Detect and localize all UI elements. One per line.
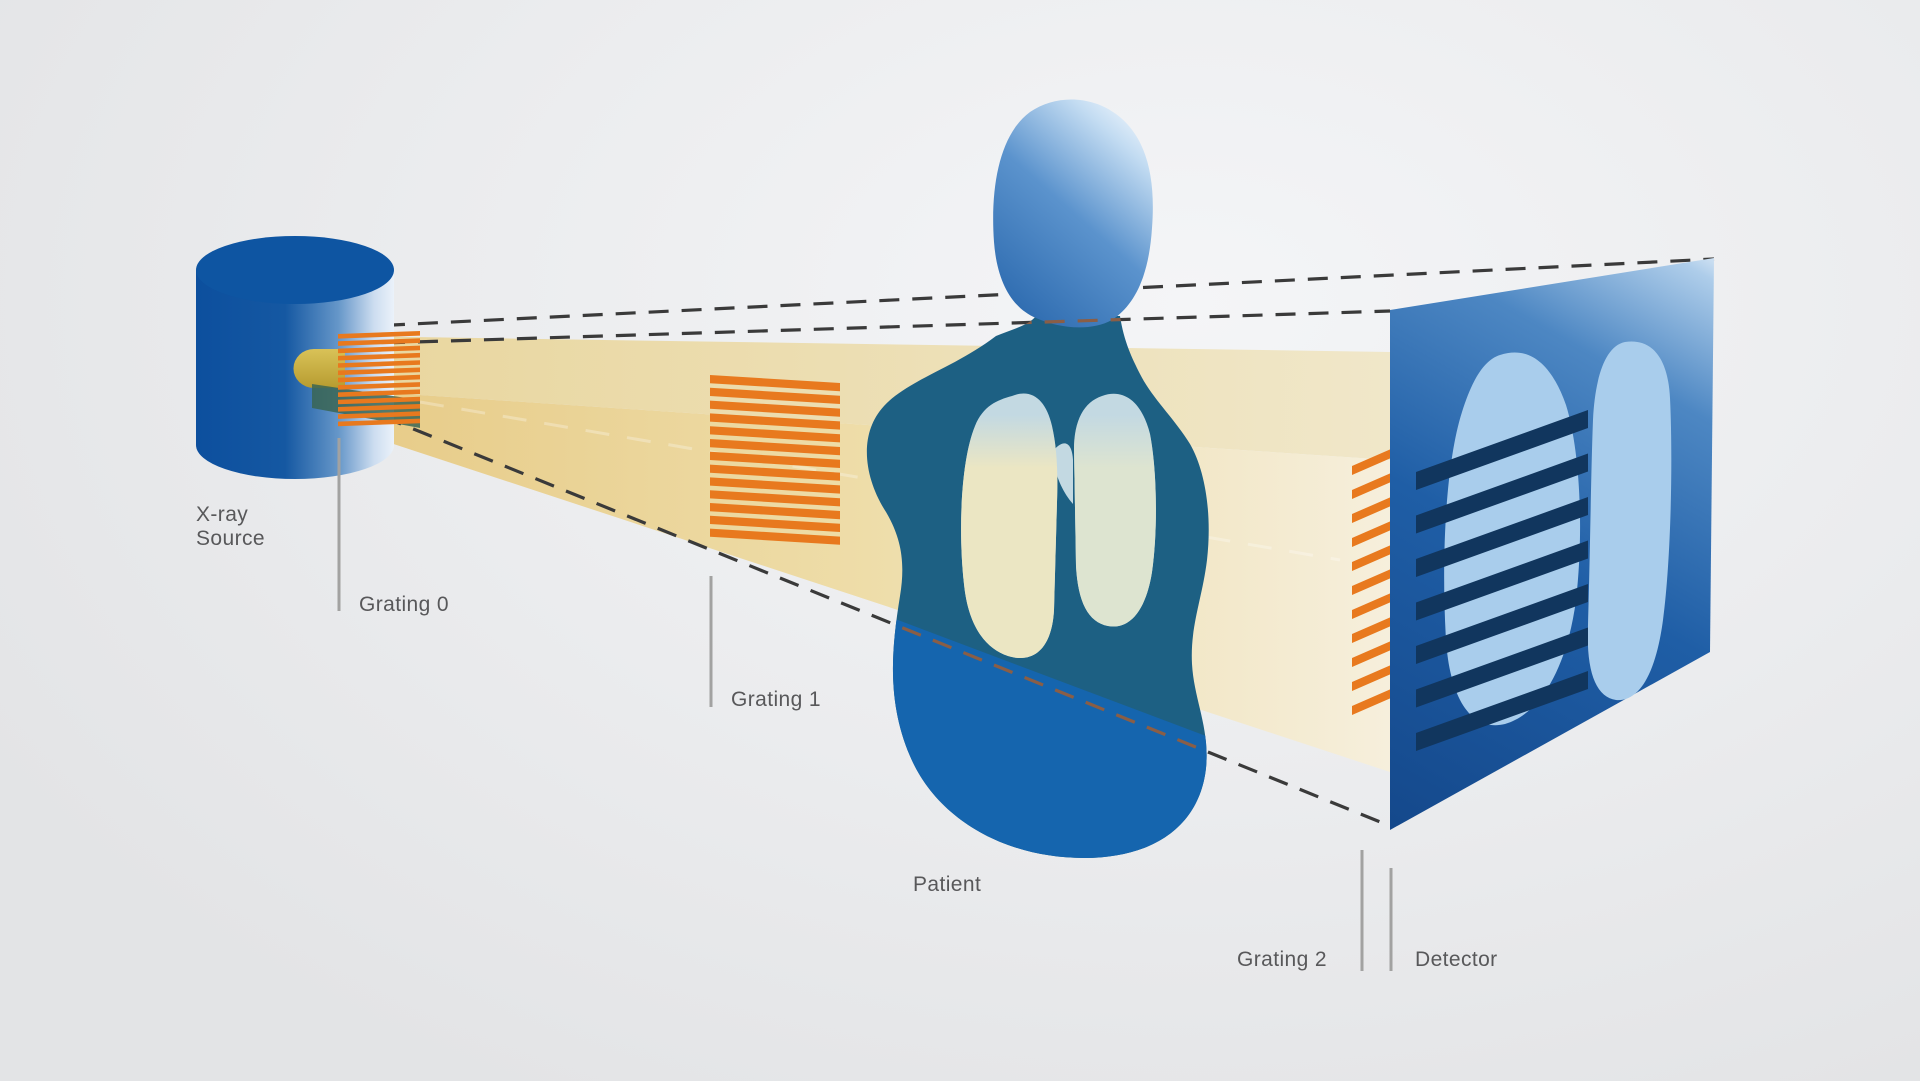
grating-1-label: Grating 1 [731, 688, 821, 711]
grating-2-stripe [1352, 473, 1391, 499]
patient-head [993, 99, 1153, 328]
grating-2-stripe [1352, 593, 1391, 619]
detector-label: Detector [1415, 948, 1498, 971]
grating-2-stripe [1352, 449, 1391, 475]
grating-1-stripe [710, 426, 840, 443]
grating-1 [710, 375, 840, 545]
detector-fringe-bar [1416, 410, 1588, 490]
grating-0-stripe [338, 382, 420, 390]
xray-source-label-line1: X-ray [196, 503, 249, 526]
grating-1-stripe [710, 413, 840, 430]
grating-0-stripe [338, 367, 420, 376]
patient-lung-right-beam-tint [1074, 393, 1156, 627]
grating-0-stripe [338, 411, 420, 419]
grating-1-stripe [710, 503, 840, 520]
grating-0-stripe [338, 345, 420, 354]
patient-lungs [961, 393, 1156, 659]
aperture-box [293, 349, 345, 388]
grating-2-stripe [1352, 545, 1391, 571]
grating-0-label: Grating 0 [359, 593, 449, 616]
xray-source-label-line2: Source [196, 527, 265, 550]
projection-line-top-far [351, 257, 1715, 329]
grating-2-label: Grating 2 [1237, 948, 1327, 971]
grating-2-stripe [1352, 569, 1391, 595]
detector-fringe-bar [1416, 627, 1588, 708]
grating-2-stripe [1352, 617, 1391, 643]
detector-fringe-bar [1416, 540, 1588, 621]
grating-0-stripe [338, 374, 420, 383]
grating-1-stripe [710, 451, 840, 468]
grating-1-stripe [710, 464, 840, 481]
detector-fringe-bar [1416, 497, 1588, 577]
grating-0-stripe [338, 352, 420, 361]
grating-0-stripe [338, 331, 420, 339]
detector-fringe-bar [1416, 671, 1588, 751]
patient-lung-left-beam-tint [961, 393, 1058, 659]
detector-fringe-bar [1416, 584, 1588, 664]
grating-2 [1352, 449, 1391, 715]
grating-1-stripe [710, 375, 840, 392]
xray-source-label: X-ray Source [196, 503, 265, 551]
detector-lung-right [1587, 341, 1672, 701]
grating-1-stripe [710, 387, 840, 404]
patient-label: Patient [913, 873, 982, 896]
grating-0-stripe [338, 360, 420, 368]
grating-0-stripe [338, 404, 420, 412]
patient-bronchi [1053, 443, 1073, 504]
grating-2-stripe [1352, 521, 1391, 547]
grating-0 [338, 331, 420, 427]
projection-line-top-near [351, 309, 1391, 346]
cylinder-top [196, 236, 394, 304]
grating-1-stripe [710, 515, 840, 532]
grating-1-stripe [710, 490, 840, 507]
grating-1-stripe [710, 477, 840, 494]
grating-1-stripe [710, 528, 840, 545]
grating-1-stripe [710, 439, 840, 456]
detector-panel [1390, 258, 1714, 830]
grating-0-stripe [338, 389, 420, 397]
projection-line-bottom [351, 402, 1391, 828]
grating-1-stripe [710, 400, 840, 417]
grating-0-stripe [338, 396, 420, 405]
grating-2-stripe [1352, 497, 1391, 523]
grating-2-stripe [1352, 641, 1391, 667]
grating-0-stripe [338, 418, 420, 427]
detector-fringe-pattern [1416, 410, 1588, 751]
grating-0-stripe [338, 338, 420, 346]
detector-fringe-bar [1416, 453, 1588, 534]
grating-2-stripe [1352, 665, 1391, 691]
grating-2-stripe [1352, 689, 1391, 715]
